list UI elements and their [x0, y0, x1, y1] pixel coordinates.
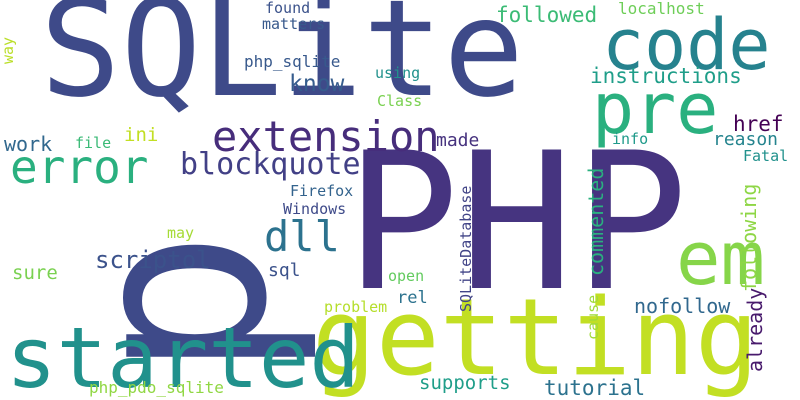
word-cause: cause — [584, 294, 602, 340]
word-following: following — [737, 183, 761, 292]
word-found: found — [265, 0, 311, 17]
word-scriptol: scriptol — [95, 246, 211, 274]
word-matters: matters — [262, 15, 326, 33]
word-firefox: Firefox — [290, 182, 354, 200]
word-problem: problem — [324, 298, 388, 316]
word-reason: reason — [713, 129, 779, 150]
word-already: already — [743, 287, 767, 372]
word-em: em — [676, 216, 766, 302]
word-nofollow: nofollow — [634, 294, 731, 318]
word-know: know — [289, 71, 345, 97]
word-sql: sql — [268, 260, 301, 281]
word-php-pdo-sqlite: php_pdo_sqlite — [89, 378, 224, 397]
word-php: PHP — [345, 112, 689, 333]
word-class: Class — [377, 92, 423, 110]
word-info: info — [612, 130, 649, 148]
word-error: error — [10, 140, 149, 194]
word-sure: sure — [12, 262, 58, 284]
word-commented: commented — [584, 167, 608, 276]
word-followed: followed — [496, 3, 598, 27]
word-dll: dll — [264, 212, 340, 261]
word-rel: rel — [397, 288, 428, 308]
word-instructions: instructions — [590, 64, 742, 88]
word-extension: extension — [212, 112, 440, 161]
word-made: made — [436, 130, 480, 151]
word-work: work — [4, 132, 53, 156]
word-windows: Windows — [283, 200, 347, 218]
word-file: file — [75, 134, 112, 152]
word-may: may — [167, 224, 195, 242]
word-way: way — [0, 36, 17, 64]
word-sqlitedatabase: SQLiteDatabase — [457, 185, 475, 312]
word-sqlite: SQLite — [40, 0, 525, 127]
word-blockquote: blockquote — [180, 147, 361, 182]
word-code: code — [602, 4, 771, 86]
word-started: started — [6, 309, 361, 400]
word-using: using — [375, 64, 421, 82]
word-open: open — [388, 267, 425, 285]
word-href: href — [733, 112, 784, 136]
word-localhost: localhost — [618, 0, 705, 18]
word-fatal: Fatal — [743, 147, 789, 165]
word-getting: getting — [312, 276, 759, 399]
word-tutorial: tutorial — [544, 376, 646, 400]
word-pre: pre — [592, 68, 719, 150]
word-supports: supports — [419, 372, 511, 394]
word-ini: ini — [124, 124, 159, 146]
word-php-sqlite: php_sqlite — [244, 52, 341, 71]
